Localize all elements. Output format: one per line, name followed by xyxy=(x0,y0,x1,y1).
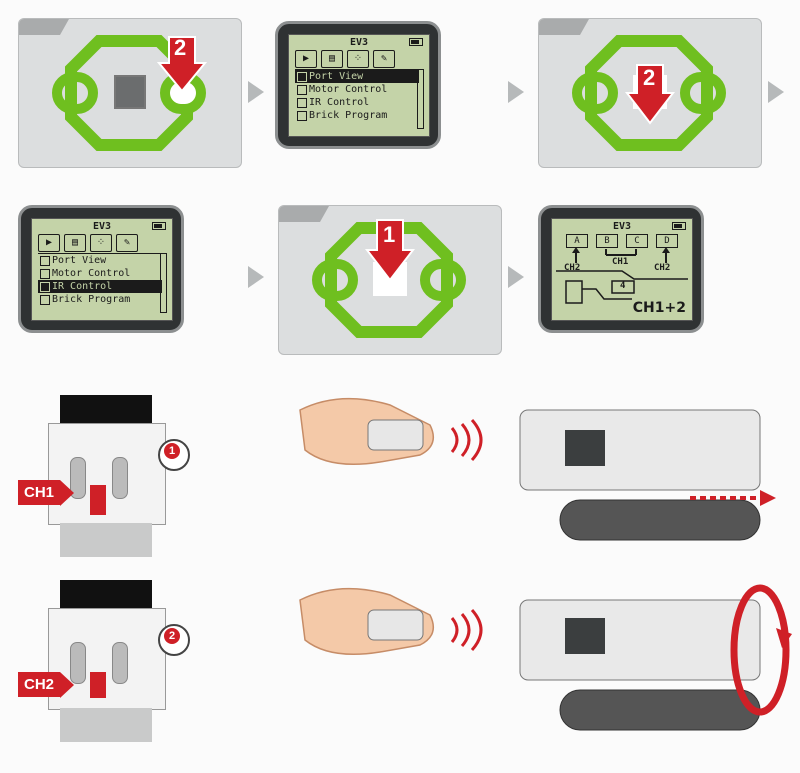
channel-label-left: CH2 xyxy=(564,263,581,273)
battery-icon xyxy=(152,222,166,230)
port-d: D xyxy=(656,234,678,248)
callout-number: 1 xyxy=(164,443,180,459)
files-icon: ▤ xyxy=(64,234,86,252)
next-arrow-icon xyxy=(508,266,524,288)
callout-number: 2 xyxy=(164,628,180,644)
channel-arrows xyxy=(556,247,688,304)
step3-panel: 2 xyxy=(538,18,762,168)
ir-control-display: EV3 A B C D CH2 CH1 CH2 4 CH1+2 xyxy=(551,218,693,321)
press-number: 2 xyxy=(174,35,187,60)
wrench-icon: ✎ xyxy=(373,50,395,68)
step4-ev3-screen: EV3 ▶ ▤ ⁘ ✎ Port View Motor Control IR C… xyxy=(18,205,184,333)
lcd-title: EV3 xyxy=(349,37,369,48)
battery-icon xyxy=(672,222,686,230)
channel-label-right: CH2 xyxy=(654,263,671,273)
menu-item[interactable]: IR Control xyxy=(295,96,419,109)
panel-tab xyxy=(539,19,589,35)
menu-item[interactable]: Port View xyxy=(38,254,162,267)
files-icon: ▤ xyxy=(321,50,343,68)
press-number: 1 xyxy=(383,222,396,247)
remote-bottom xyxy=(60,708,152,742)
wrench-icon: ✎ xyxy=(116,234,138,252)
remote-ch1: 1 xyxy=(40,395,200,565)
brick-buttons xyxy=(312,219,466,338)
panel-tab xyxy=(19,19,69,35)
port-c: C xyxy=(626,234,648,248)
port-number: 4 xyxy=(620,281,626,291)
channel-label: CH1 xyxy=(18,480,75,506)
lcd-title: EV3 xyxy=(612,221,632,232)
channel-label-mid: CH1 xyxy=(612,257,629,267)
remote-bottom xyxy=(60,523,152,557)
press-arrow-icon xyxy=(156,36,208,93)
step5-panel: 1 xyxy=(278,205,502,355)
next-arrow-icon xyxy=(248,81,264,103)
remote-body xyxy=(48,423,166,525)
lcd-display: EV3 ▶ ▤ ⁘ ✎ Port View Motor Control IR C… xyxy=(288,34,430,137)
menu-item[interactable]: Port View xyxy=(295,70,419,83)
panel-tab xyxy=(279,206,329,222)
channel-switch[interactable] xyxy=(90,672,106,698)
brick-buttons xyxy=(572,35,726,151)
next-arrow-icon xyxy=(248,266,264,288)
next-arrow-icon xyxy=(508,81,524,103)
lcd-title: EV3 xyxy=(92,221,112,232)
port-b: B xyxy=(596,234,618,248)
remote-button[interactable] xyxy=(112,642,128,684)
apps-icon: ⁘ xyxy=(347,50,369,68)
play-icon: ▶ xyxy=(38,234,60,252)
step2-ev3-screen: EV3 ▶ ▤ ⁘ ✎ Port View Motor Control IR C… xyxy=(275,21,441,149)
remote-button[interactable] xyxy=(112,457,128,499)
menu-item[interactable]: Motor Control xyxy=(38,267,162,280)
scrollbar xyxy=(417,69,424,129)
apps-icon: ⁘ xyxy=(90,234,112,252)
next-arrow-icon xyxy=(768,81,784,103)
menu-list: Port View Motor Control IR Control Brick… xyxy=(38,253,162,306)
menu-item[interactable]: Motor Control xyxy=(295,83,419,96)
channel-label: CH2 xyxy=(18,672,75,698)
play-icon: ▶ xyxy=(295,50,317,68)
menu-item[interactable]: Brick Program xyxy=(38,293,162,306)
remote-ch2: 2 xyxy=(40,580,200,750)
channel-switch[interactable] xyxy=(90,485,106,515)
lcd-display: EV3 ▶ ▤ ⁘ ✎ Port View Motor Control IR C… xyxy=(31,218,173,321)
port-a: A xyxy=(566,234,588,248)
step1-panel: 2 xyxy=(18,18,242,168)
remote-top-sensor xyxy=(60,395,152,425)
press-number: 2 xyxy=(643,65,656,90)
battery-icon xyxy=(409,38,423,46)
remote-top-sensor xyxy=(60,580,152,610)
mode-label: CH1+2 xyxy=(632,300,686,316)
menu-item[interactable]: Brick Program xyxy=(295,109,419,122)
step6-ev3-screen: EV3 A B C D CH2 CH1 CH2 4 CH1+2 xyxy=(538,205,704,333)
scrollbar xyxy=(160,253,167,313)
menu-list: Port View Motor Control IR Control Brick… xyxy=(295,69,419,122)
menu-item[interactable]: IR Control xyxy=(38,280,162,293)
